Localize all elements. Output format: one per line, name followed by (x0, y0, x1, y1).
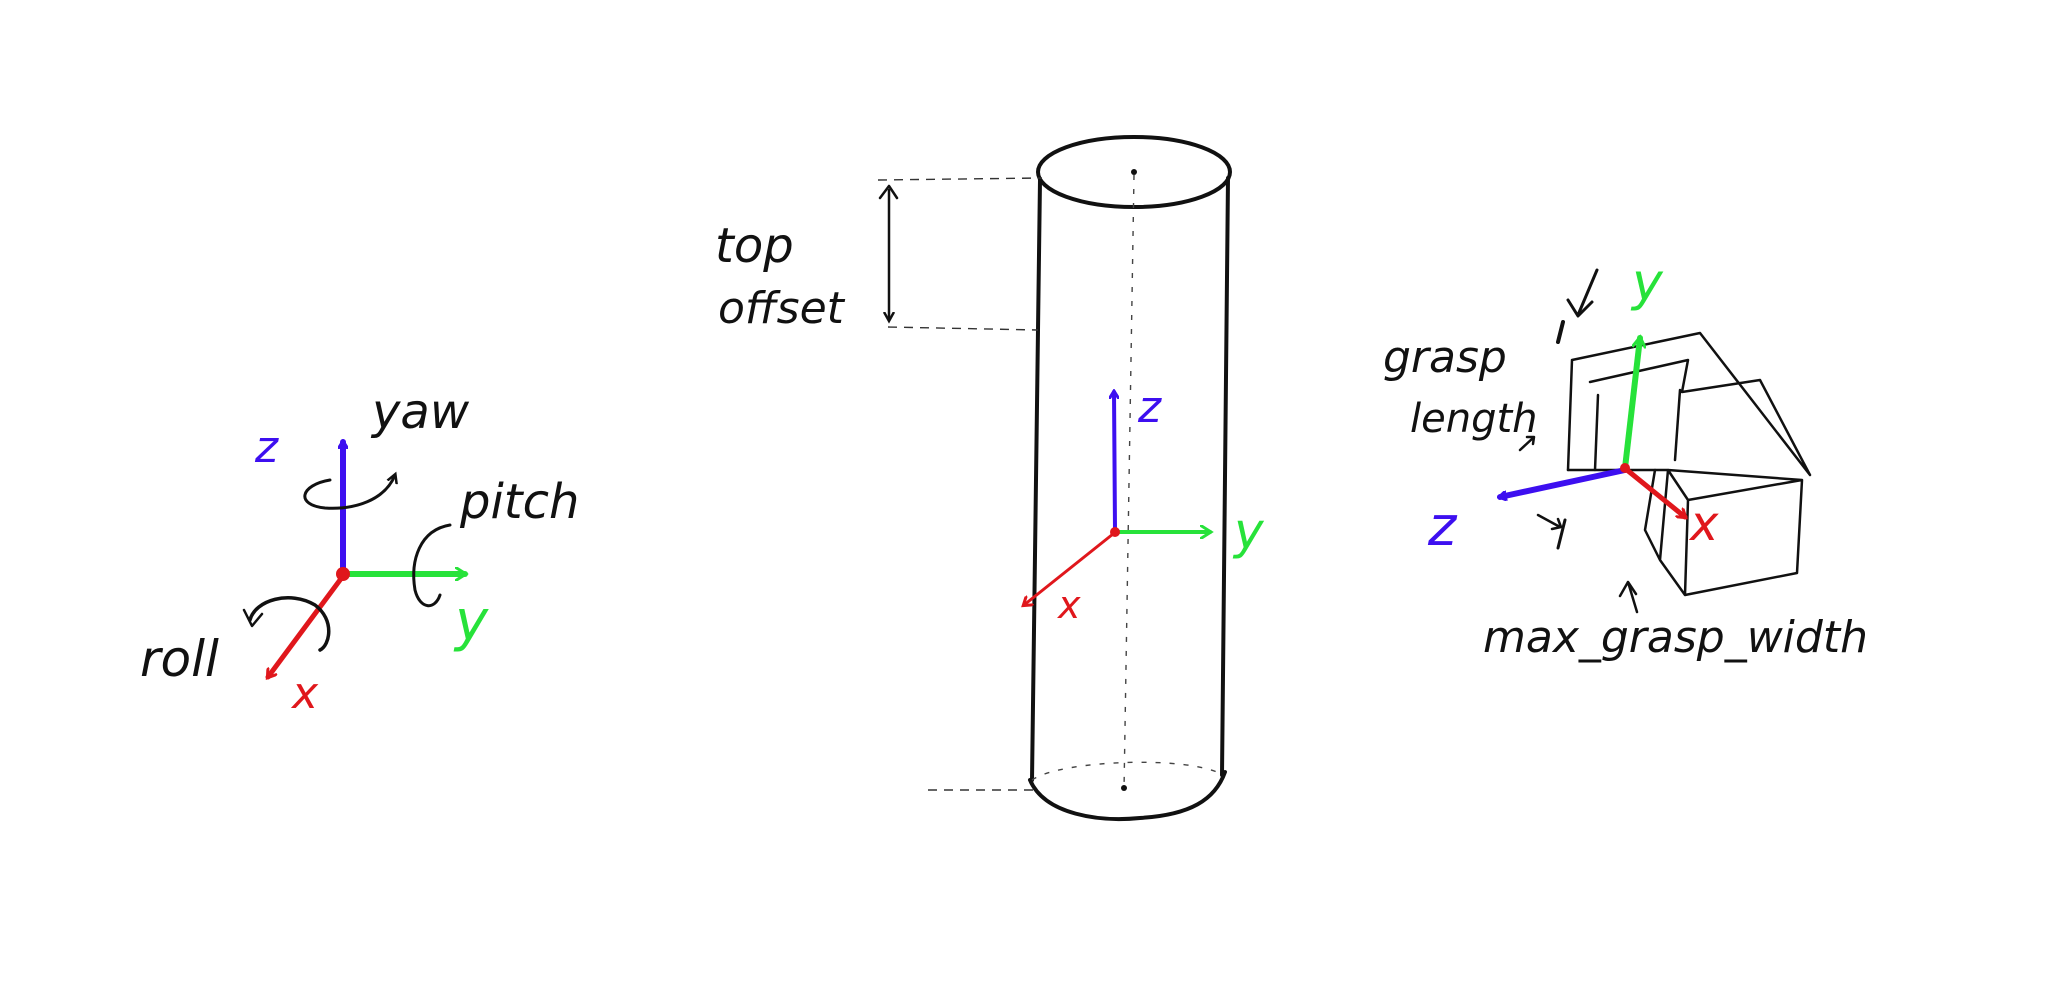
cylinder-bottom-hidden-arc (1031, 761, 1224, 781)
max-grasp-width-label: max_grasp_width (1483, 612, 1868, 663)
left-x-label: x (290, 668, 319, 719)
roll-rotation-arrow (248, 596, 331, 652)
cylinder-bottom-center-dot (1121, 785, 1127, 791)
grasp-length-label-line1: grasp (1383, 332, 1507, 383)
yaw-rotation-arrow (303, 475, 395, 510)
gripper-back-finger (1566, 331, 1812, 477)
grasp-length-bottom-arrow (1518, 435, 1536, 452)
top-offset-dimension-arrow-head (878, 184, 899, 200)
gripper-front-finger (1643, 468, 1804, 597)
top-offset-lower-line (887, 326, 1039, 331)
cylinder-left-wall (1030, 178, 1042, 782)
gripper-x-label: x (1688, 496, 1719, 552)
gripper-y-axis (1622, 338, 1640, 471)
max-grasp-width-arrow (1618, 580, 1639, 614)
roll-arrow-head (242, 608, 264, 628)
grasp-length-top-arrow-head (1566, 298, 1594, 318)
cylinder-origin-dot (1110, 527, 1120, 537)
left-origin-dot (336, 567, 350, 581)
top-offset-label-line2: offset (718, 283, 846, 334)
cylinder-x-axis (1024, 532, 1115, 605)
gripper-z-label: z (1427, 495, 1458, 558)
cylinder-z-axis (1114, 392, 1115, 532)
roll-label: roll (140, 630, 219, 688)
grasp-length-top-tick (1556, 320, 1565, 344)
left-z-label: z (254, 422, 279, 473)
gripper-z-axis (1500, 467, 1628, 497)
yaw-label: yaw (370, 384, 470, 440)
cylinder-bottom-arc (1028, 770, 1227, 822)
pitch-rotation-arrow (412, 523, 452, 608)
gripper-x-axis (1624, 467, 1685, 520)
gripper-y-label: y (1630, 253, 1664, 313)
gripper-diagram: y z x grasp length max_grasp_width (1383, 253, 1868, 663)
cylinder-z-label: z (1137, 382, 1162, 433)
cylinder-y-label: y (1232, 502, 1265, 560)
left-coordinate-frame: z y x yaw pitch roll (140, 384, 579, 719)
top-offset-upper-line (877, 177, 1043, 181)
top-offset-label-line1: top (715, 218, 794, 274)
grasp-length-label-line2: length (1410, 396, 1538, 442)
grasp-length-top-arrow (1576, 268, 1599, 317)
grasp-length-bottom-arrow2 (1536, 513, 1563, 531)
cylinder-right-wall (1220, 176, 1230, 777)
gripper-origin-dot (1620, 463, 1630, 473)
cylinder-diagram: z y x top offset (715, 135, 1265, 822)
cylinder-center-axis (1123, 174, 1135, 791)
pitch-label: pitch (459, 474, 579, 530)
left-y-label: y (453, 589, 489, 654)
cylinder-top-center-dot (1131, 169, 1137, 175)
cylinder-x-label: x (1057, 583, 1081, 627)
grasp-length-bottom-tick (1556, 518, 1567, 550)
left-x-axis (265, 573, 346, 677)
